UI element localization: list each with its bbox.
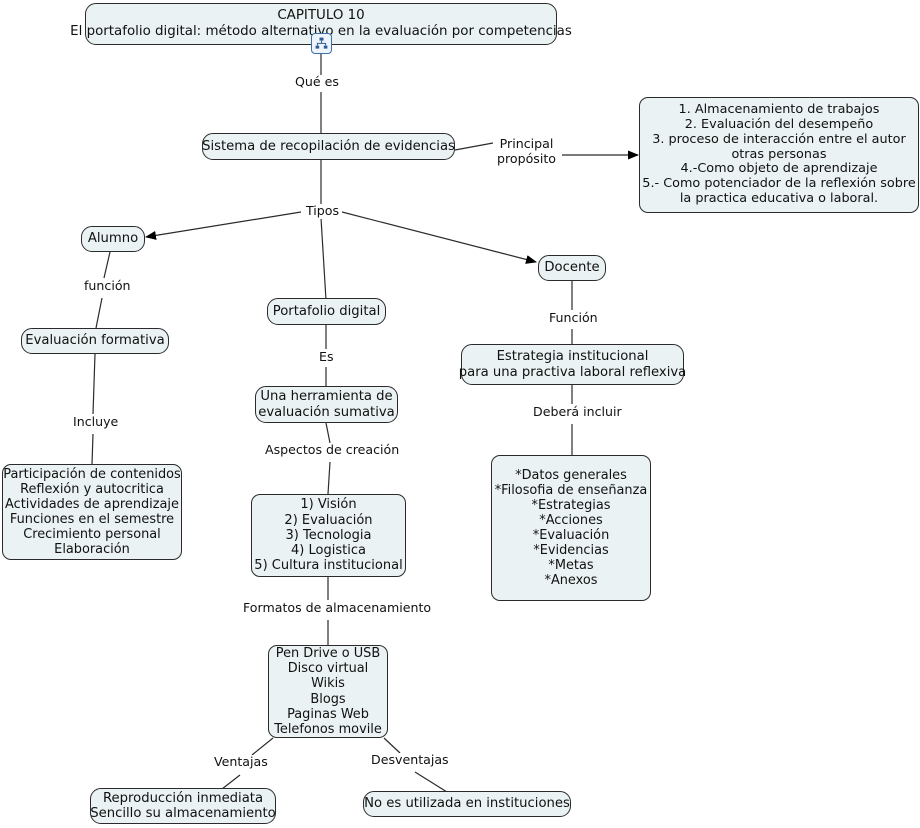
node-estrategia-institucional[interactable]: Estrategia institucional para una practi… xyxy=(459,344,686,385)
node-title[interactable]: CAPITULO 10 El portafolio digital: métod… xyxy=(70,3,572,45)
edge-incluye-lista xyxy=(91,433,94,465)
link-label-que-es: Qué es xyxy=(292,74,342,90)
edge-tipos-docente xyxy=(341,211,537,264)
link-label-funcion-docente: Función xyxy=(546,310,601,326)
link-label-ventajas: Ventajas xyxy=(211,754,271,770)
link-label-es: Es xyxy=(316,349,337,365)
edge-ventajas-box xyxy=(221,774,241,790)
node-formatos-almacenamiento-list[interactable]: Pen Drive o USB Disco virtual Wikis Blog… xyxy=(268,645,388,738)
node-ventajas-detail[interactable]: Reproducción inmediata Sencillo su almac… xyxy=(90,788,276,824)
node-aspectos-creacion-list[interactable]: 1) Visión 2) Evaluación 3) Tecnologia 4)… xyxy=(251,494,406,577)
node-debera-incluir-list[interactable]: *Datos generales *Filosofia de enseñanza… xyxy=(491,455,651,601)
link-label-principal-proposito: Principal propósito xyxy=(494,136,560,167)
edge-evalformativa-incluye xyxy=(92,353,96,415)
hierarchy-glyph xyxy=(315,37,328,49)
link-label-formatos-almacenamiento: Formatos de almacenamiento xyxy=(240,600,435,616)
node-herramienta-evaluacion-sumativa[interactable]: Una herramienta de evaluación sumativa xyxy=(255,386,398,423)
node-incluye-list[interactable]: Participación de contenidos Reflexión y … xyxy=(2,464,182,560)
node-portafolio-digital[interactable]: Portafolio digital xyxy=(267,298,386,325)
concept-map-icon[interactable] xyxy=(311,33,332,54)
edge-sistema-principal xyxy=(454,142,494,151)
link-label-aspectos-creacion: Aspectos de creación xyxy=(262,442,403,458)
link-label-funcion-alumno: función xyxy=(81,278,134,294)
link-label-debera-incluir: Deberá incluir xyxy=(530,404,625,420)
edge-pendrive-desventajas xyxy=(383,737,401,754)
edge-alumno-funcion xyxy=(103,251,111,279)
link-label-tipos: Tipos xyxy=(303,203,343,219)
node-desventajas-detail[interactable]: No es utilizada en instituciones xyxy=(363,791,571,817)
edge-desventajas-box xyxy=(414,771,448,793)
edge-tipos-alumno xyxy=(145,211,302,240)
link-label-desventajas: Desventajas xyxy=(368,752,452,768)
node-evaluacion-formativa[interactable]: Evaluación formativa xyxy=(21,328,169,354)
edge-tipos-portafolio xyxy=(320,217,327,301)
edge-funcion-evalformativa xyxy=(95,297,103,329)
node-alumno[interactable]: Alumno xyxy=(81,226,145,252)
edge-herramienta-aspectos xyxy=(325,422,331,444)
link-label-incluye: Incluye xyxy=(70,414,122,430)
node-sistema-recopilacion[interactable]: Sistema de recopilación de evidencias xyxy=(202,133,455,160)
edge-pendrive-ventajas xyxy=(251,737,274,756)
node-principal-proposito-list[interactable]: 1. Almacenamiento de trabajos 2. Evaluac… xyxy=(639,97,919,213)
node-docente[interactable]: Docente xyxy=(538,255,606,281)
edge-aspectos-lista xyxy=(327,461,331,495)
